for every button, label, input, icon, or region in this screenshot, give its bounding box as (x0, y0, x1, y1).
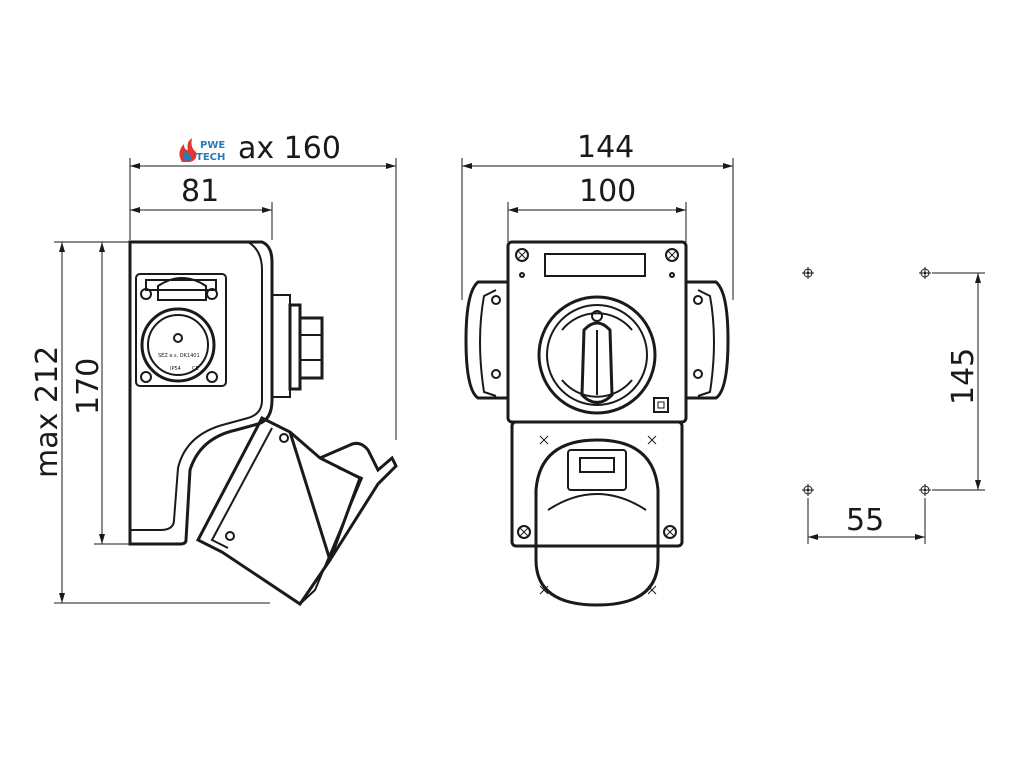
mounting-hole (919, 267, 931, 279)
side-view: ax 160 81 max 212 170 (30, 131, 398, 607)
dim-mount-horizontal: 55 (846, 503, 884, 538)
corner-screw (663, 525, 677, 539)
dim-side-max-width: ax 160 (238, 131, 341, 166)
mounting-hole (802, 267, 814, 279)
dim-mount-vertical: 145 (946, 348, 981, 405)
socket-face: SEZ e.s. DK1401 IP54 CE (135, 273, 227, 387)
corner-screw (517, 525, 531, 539)
mounting-pattern: 145 55 (802, 267, 985, 544)
right-side-socket (686, 280, 730, 400)
corner-screw (665, 248, 679, 262)
side-socket-body (298, 316, 324, 380)
angled-socket (195, 416, 398, 607)
dim-front-total-width: 144 (577, 130, 634, 165)
brand-logo: PWE TECH (176, 136, 232, 164)
corner-screw (515, 248, 529, 262)
label-window (544, 253, 646, 277)
side-socket-flange (271, 294, 291, 398)
dim-front-body-width: 100 (579, 174, 636, 209)
dim-side-body-width: 81 (181, 174, 219, 209)
socket-marking-text: SEZ e.s. DK1401 (158, 353, 200, 359)
housing-outline (128, 240, 274, 546)
socket-rating: IP54 (170, 366, 181, 372)
left-side-socket (464, 280, 508, 400)
lock-symbol (653, 397, 669, 413)
dim-side-max-height: max 212 (30, 346, 65, 478)
mounting-hole (802, 484, 814, 496)
front-view: 144 100 (461, 130, 734, 607)
logo-line2: TECH (196, 152, 225, 163)
rotary-switch-knob (537, 295, 657, 415)
socket-box (510, 420, 684, 548)
socket-cover (534, 438, 660, 607)
socket-ce-mark: CE (192, 366, 199, 372)
logo-line1: PWE (200, 140, 225, 151)
dim-side-body-height: 170 (71, 358, 106, 415)
mounting-hole (919, 484, 931, 496)
